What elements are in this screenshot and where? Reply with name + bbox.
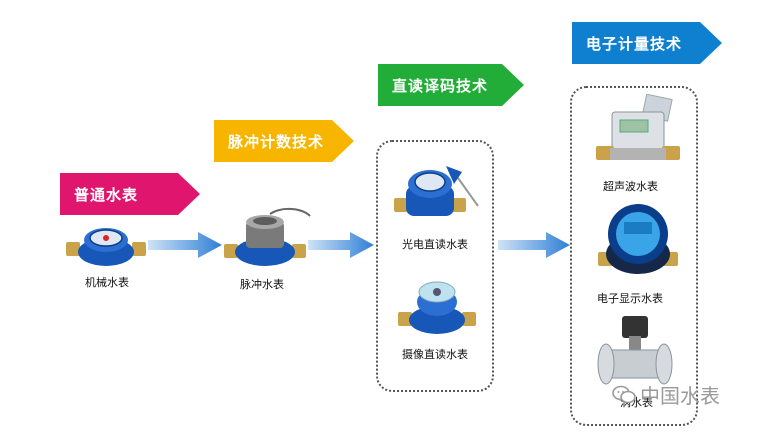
stage-banner-label: 电子计量技术 (586, 34, 683, 53)
watermark: 中国水表 (612, 380, 720, 409)
stage-banner-label: 普通水表 (74, 185, 139, 204)
photoelectric-meter-label: 光电直读水表 (402, 238, 468, 251)
flow-arrow-icon (308, 232, 374, 258)
electronic-display-meter-label: 电子显示水表 (597, 292, 663, 305)
stage-banner-label: 脉冲计数技术 (228, 132, 325, 151)
flow-arrow-icon (148, 232, 222, 258)
stage-banner-electronic: 电子计量技术 (572, 22, 722, 64)
electronic-group-box (570, 86, 698, 426)
vortex-meter-icon (597, 316, 673, 385)
mechanical-meter-label: 机械水表 (85, 276, 129, 289)
ultrasonic-meter-icon (596, 94, 680, 160)
photoelectric-meter-icon (394, 166, 479, 216)
direct-read-group-box (376, 140, 494, 392)
pulse-meter-label: 脉冲水表 (240, 278, 284, 291)
watermark-text: 中国水表 (640, 384, 720, 408)
electronic-display-meter-icon (598, 204, 678, 274)
stage-banner-direct-read: 直读译码技术 (378, 64, 524, 106)
flow-arrow-icon (498, 232, 570, 258)
camera-meter-label: 摄像直读水表 (402, 348, 468, 361)
stage-banner-ordinary: 普通水表 (60, 173, 200, 215)
ultrasonic-meter-label: 超声波水表 (603, 180, 658, 193)
camera-meter-icon (398, 281, 476, 334)
mechanical-meter-icon (66, 228, 146, 266)
wechat-icon (612, 385, 636, 403)
stage-banner-pulse: 脉冲计数技术 (214, 120, 354, 162)
pulse-meter-icon (224, 208, 311, 266)
stage-banner-label: 直读译码技术 (392, 76, 489, 95)
